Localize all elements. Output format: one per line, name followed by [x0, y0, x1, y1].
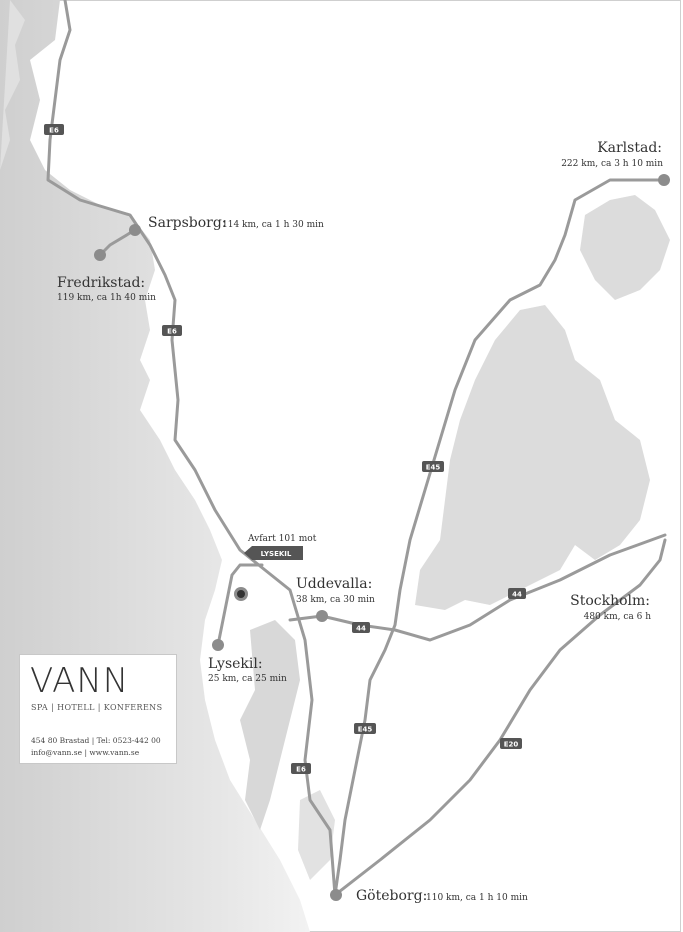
- e20-shield: E20: [500, 738, 522, 749]
- karlstad-distance: 222 km, ca 3 h 10 min: [561, 159, 663, 169]
- e6-shield-south: E6: [291, 763, 311, 774]
- goteborg-label: Göteborg:: [356, 888, 427, 904]
- svg-text:E6: E6: [296, 766, 306, 774]
- road-lysekil: [216, 563, 264, 647]
- vann-location-dot: [237, 590, 245, 598]
- svg-text:E20: E20: [504, 741, 519, 749]
- lake-vanern: [415, 305, 650, 610]
- road-e6: [46, 0, 337, 897]
- fredrikstad-distance: 119 km, ca 1h 40 min: [57, 293, 156, 303]
- goteborg-marker: [330, 889, 342, 901]
- sarpsborg-distance: 114 km, ca 1 h 30 min: [222, 220, 324, 230]
- svg-text:44: 44: [512, 591, 522, 599]
- uddevalla-marker: [316, 610, 328, 622]
- svg-text:E6: E6: [167, 328, 177, 336]
- exit-label: Avfart 101 mot: [247, 534, 317, 544]
- vann-tagline: SPA | HOTELL | KONFERENS: [31, 703, 163, 712]
- road-44: [288, 533, 667, 642]
- svg-text:E45: E45: [426, 464, 441, 472]
- road-44-shield-west: 44: [352, 622, 370, 633]
- stockholm-distance: 480 km, ca 6 h: [584, 612, 652, 622]
- svg-text:LYSEKIL: LYSEKIL: [261, 550, 292, 558]
- karlstad-label: Karlstad:: [597, 140, 662, 156]
- uddevalla-label: Uddevalla:: [296, 576, 372, 592]
- fredrikstad-label: Fredrikstad:: [57, 275, 145, 291]
- vann-address: 454 80 Brastad | Tel: 0523-442 00: [31, 736, 161, 745]
- e6-shield-mid: E6: [162, 325, 182, 336]
- vann-legend-box: VANN SPA | HOTELL | KONFERENS 454 80 Bra…: [19, 654, 177, 764]
- road-e45: [333, 178, 667, 897]
- lysekil-distance: 25 km, ca 25 min: [208, 674, 287, 684]
- road-e20: [333, 538, 667, 897]
- island-area-2: [298, 790, 335, 880]
- vann-contact: info@vann.se | www.vann.se: [31, 748, 140, 757]
- lysekil-marker: [212, 639, 224, 651]
- goteborg-distance: 110 km, ca 1 h 10 min: [426, 893, 528, 903]
- island-area: [240, 620, 300, 830]
- fjord-area: [0, 0, 25, 170]
- road-44-shield-east: 44: [508, 588, 526, 599]
- e6-shield-north: E6: [44, 124, 64, 135]
- e45-shield-north: E45: [422, 461, 444, 472]
- svg-text:44: 44: [356, 625, 366, 633]
- sarpsborg-label: Sarpsborg:: [148, 215, 227, 231]
- sarpsborg-marker: [129, 224, 141, 236]
- lysekil-exit-sign: LYSEKIL: [244, 546, 303, 560]
- karlstad-marker: [658, 174, 670, 186]
- stockholm-label: Stockholm:: [570, 593, 650, 609]
- svg-text:E6: E6: [49, 127, 59, 135]
- lake-vanern-north: [580, 195, 670, 300]
- svg-text:E45: E45: [358, 726, 373, 734]
- e45-shield-south: E45: [354, 723, 376, 734]
- fredrikstad-marker: [94, 249, 106, 261]
- vann-logo: VANN: [30, 661, 130, 701]
- uddevalla-distance: 38 km, ca 30 min: [296, 595, 375, 605]
- lysekil-label: Lysekil:: [208, 656, 263, 672]
